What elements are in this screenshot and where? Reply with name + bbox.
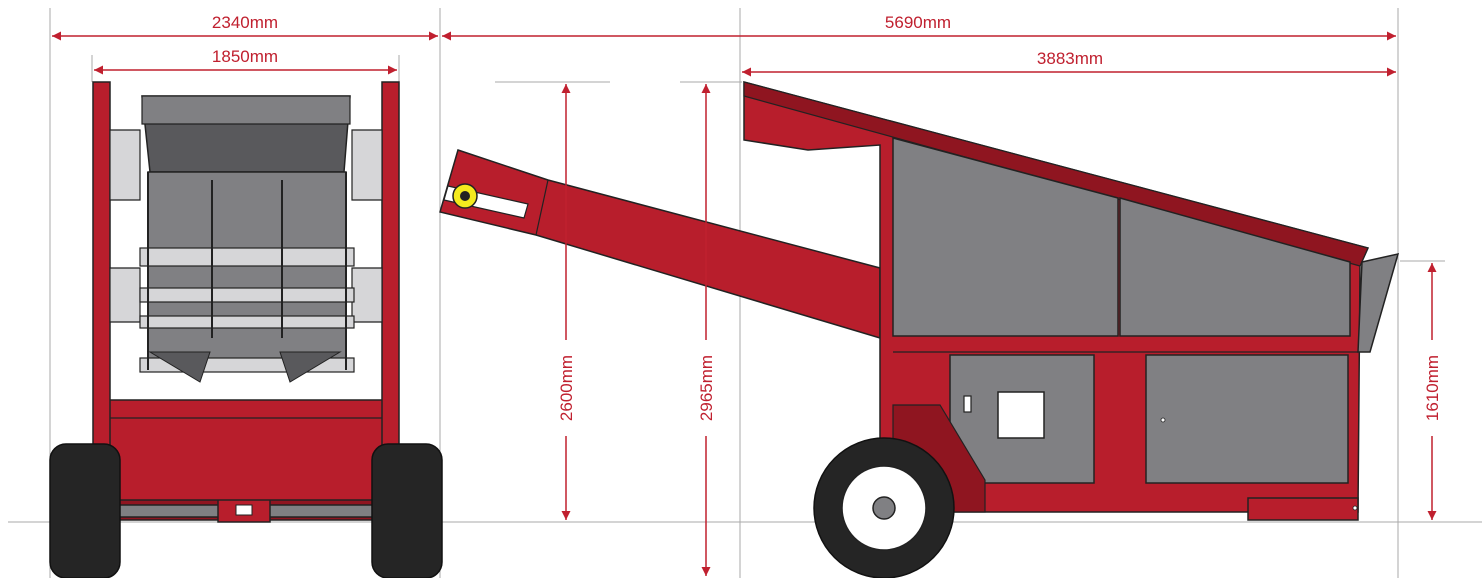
front-screen-box — [147, 171, 347, 371]
side-conveyor-seam — [535, 179, 549, 236]
side-wheel-hub — [872, 496, 896, 520]
front-post-right — [381, 81, 400, 503]
front-hopper-lip — [141, 95, 351, 125]
front-post-left — [92, 81, 111, 503]
label-conveyor-height: 2600mm — [557, 355, 576, 421]
label-hopper-height: 1610mm — [1423, 355, 1442, 421]
front-roller-2 — [139, 287, 355, 303]
dimension-labels: 2340mm 1850mm 5690mm 3883mm 2600mm 2965m… — [212, 13, 1442, 421]
dimension-lines — [52, 31, 1437, 576]
front-bracket-right-upper — [351, 129, 383, 201]
front-chute-right — [279, 351, 342, 383]
label-track-width: 1850mm — [212, 47, 278, 66]
label-body-length: 3883mm — [1037, 49, 1103, 68]
side-rear-chute — [1357, 252, 1400, 353]
front-bracket-left-upper — [109, 129, 141, 201]
side-skid-bolt — [1352, 505, 1358, 511]
side-view — [439, 81, 1400, 578]
side-control-box — [997, 391, 1045, 439]
label-max-height: 2965mm — [697, 355, 716, 421]
side-skid-plate — [1247, 497, 1359, 521]
front-bracket-right-lower — [351, 267, 383, 323]
front-view — [49, 81, 443, 578]
front-roller-1 — [139, 247, 355, 267]
front-frame-lower — [107, 399, 387, 501]
side-panel-handle — [963, 395, 972, 413]
side-panel-lock — [1160, 417, 1166, 423]
side-hopper-panel-rear — [1119, 197, 1351, 337]
front-wheel-right — [371, 443, 443, 578]
side-hopper-panel-front — [892, 137, 1119, 337]
side-hopper-top — [743, 81, 1369, 267]
side-conveyor-boom — [439, 149, 881, 340]
label-overall-width: 2340mm — [212, 13, 278, 32]
front-bracket-left-lower — [109, 267, 141, 323]
side-conveyor-drum-hub — [460, 191, 470, 201]
label-masks — [555, 340, 1443, 436]
front-hitch-slot — [235, 504, 253, 516]
front-wheel-left — [49, 443, 121, 578]
side-lower-panel-right — [1145, 354, 1349, 484]
label-overall-length: 5690mm — [885, 13, 951, 32]
front-chute-left — [148, 351, 211, 383]
front-roller-3 — [139, 315, 355, 329]
